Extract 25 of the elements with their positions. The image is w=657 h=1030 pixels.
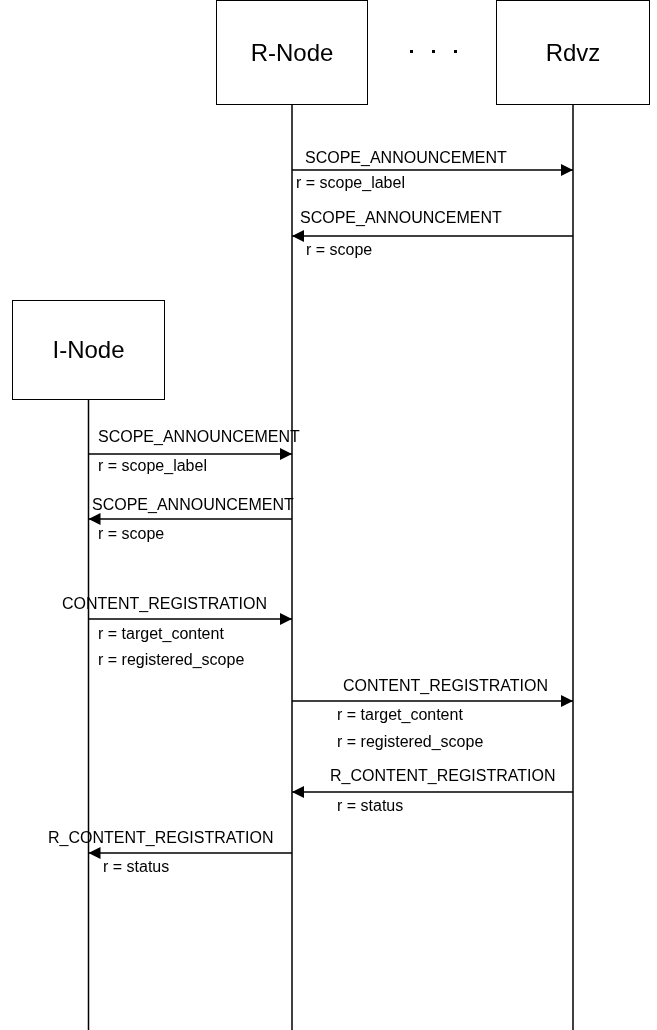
message-arrow <box>291 786 574 798</box>
message-arrow <box>291 230 574 242</box>
parameter-label: r = registered_scope <box>337 733 484 751</box>
message-label: SCOPE_ANNOUNCEMENT <box>305 149 507 167</box>
parameter-label: r = status <box>103 858 170 876</box>
message-label: CONTENT_REGISTRATION <box>343 677 549 695</box>
message-label: SCOPE_ANNOUNCEMENT <box>300 209 502 227</box>
message-arrow <box>87 847 293 859</box>
message-arrow <box>87 513 293 525</box>
parameter-label: r = scope <box>306 241 373 259</box>
participant-name: I-Node <box>52 336 125 364</box>
message-arrow <box>87 448 293 460</box>
message-arrow <box>291 164 574 176</box>
parameter-label: r = target_content <box>337 706 463 724</box>
participant-name: Rdvz <box>545 38 601 67</box>
message-arrow <box>291 695 574 707</box>
parameter-label: r = scope <box>98 525 165 543</box>
parameter-label: r = scope_label <box>296 174 405 192</box>
message-label: R_CONTENT_REGISTRATION <box>330 767 556 785</box>
parameter-label: r = status <box>337 797 404 815</box>
parameter-label: r = registered_scope <box>98 651 245 669</box>
message-arrow <box>87 613 293 625</box>
participant-name: R-Node <box>250 38 334 67</box>
parameter-label: r = target_content <box>98 625 224 643</box>
parameter-label: r = scope_label <box>98 457 207 475</box>
